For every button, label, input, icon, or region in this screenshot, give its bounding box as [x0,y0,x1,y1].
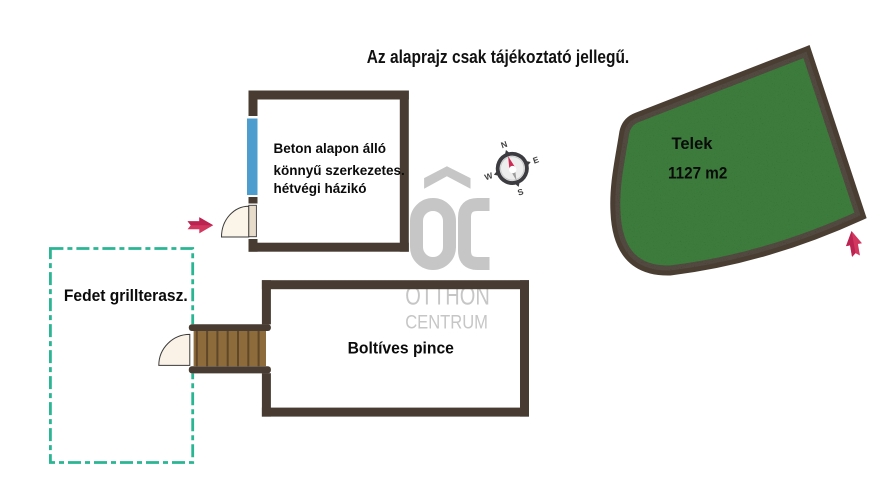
svg-text:Telek: Telek [672,135,714,153]
svg-text:Boltíves pince: Boltíves pince [348,339,454,357]
svg-text:Az alaprajz csak tájékoztató j: Az alaprajz csak tájékoztató jellegű. [367,47,630,67]
svg-text:1127 m2: 1127 m2 [668,164,727,182]
svg-text:Fedet grillterasz.: Fedet grillterasz. [64,287,188,305]
svg-text:Beton alapon álló: Beton alapon álló [274,141,387,156]
svg-text:W: W [483,170,495,182]
svg-text:S: S [516,186,525,197]
svg-text:E: E [532,154,541,165]
svg-text:hétvégi házikó: hétvégi házikó [274,181,367,196]
svg-text:N: N [500,139,509,150]
svg-text:CENTRUM: CENTRUM [405,311,488,333]
svg-text:könnyű szerkezetes.: könnyű szerkezetes. [274,163,405,178]
